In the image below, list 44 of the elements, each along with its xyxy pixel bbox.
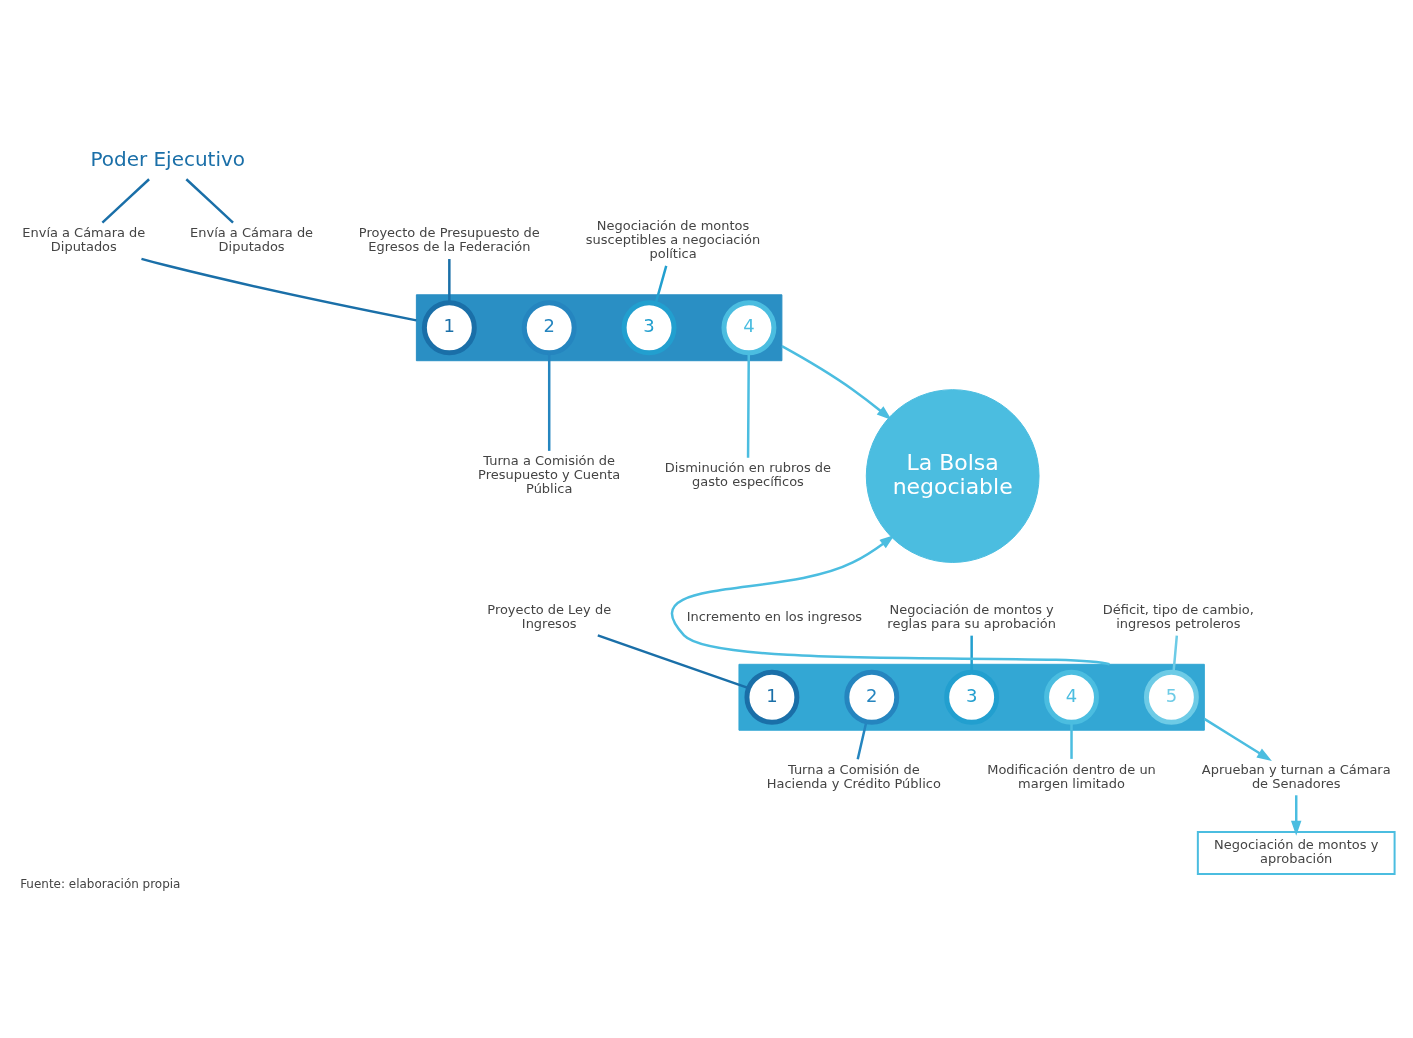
connector [101,178,150,224]
connector [856,721,868,760]
arrow [781,345,892,420]
node-text: Negociación de montos y reglas para su aprobación [887,601,1056,631]
arrow [1203,717,1272,761]
node-text: Negociación de montos susceptibles a negociación política [585,218,761,262]
connector [654,265,668,304]
node-circle: 3 [944,669,1000,725]
node-circle: 5 [1143,669,1199,725]
connector [597,634,750,690]
node-text: Disminución en rubros de gasto específicos [664,460,832,490]
connector [141,257,417,322]
node-text: Poder Ejecutivo [90,146,245,171]
node-text: Proyecto de Presupuesto de Egresos de la Federación [358,225,540,255]
connector [970,635,973,673]
node-text: Turna a Comisión de Hacienda y Crédito Público [766,761,941,791]
node-text: Aprueban y turnan a Cámara de Senadores [1201,761,1391,791]
node-circle: 4 [1044,669,1099,725]
arrow [671,534,1110,666]
connector [1172,635,1179,673]
connector [185,178,234,224]
cluster [738,663,1205,731]
node-circle: 4 [721,300,777,356]
node-box: Negociación de montos y aprobación [1196,831,1396,876]
node-circle: 1 [421,300,477,356]
cluster [415,294,783,362]
node-text: Proyecto de Ley de Ingresos [487,601,612,631]
connector [547,352,551,451]
node-circle: 2 [521,300,577,356]
caption: Fuente: elaboración propia [20,876,181,891]
node-circle: 1 [744,669,800,725]
connector [448,259,451,303]
node-text: Modificación dentro de un margen limitado [987,761,1156,791]
node-circle: La Bolsa negociable [865,389,1040,563]
node-text: Envía a Cámara de Diputados [22,225,146,255]
node-circle: 3 [621,300,677,356]
node-text: Turna a Comisión de Presupuesto y Cuenta Pública [478,453,621,497]
connector [1070,722,1073,759]
node-text: Envía a Cámara de Diputados [190,225,314,255]
edge-label: Incremento en los ingresos [686,608,863,624]
node-circle: 2 [844,669,900,725]
connector [746,352,750,458]
node-text: Déficit, tipo de cambio, ingresos petroleros [1102,601,1254,631]
arrow [1290,795,1302,836]
